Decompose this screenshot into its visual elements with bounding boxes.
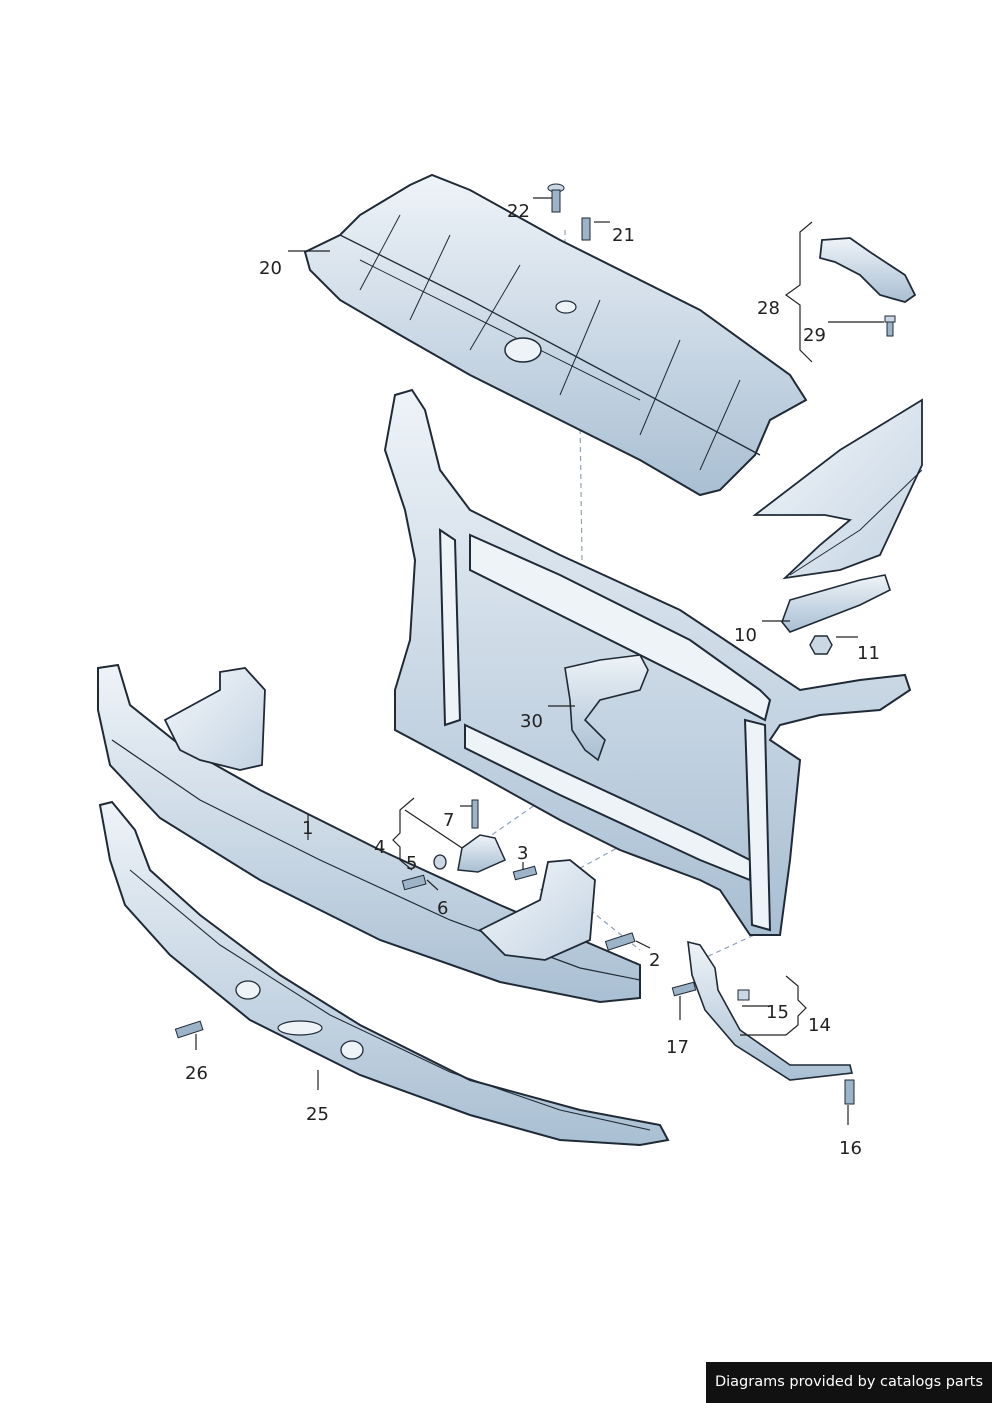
- part-29-screw: [884, 315, 896, 337]
- credit-banner: Diagrams provided by catalogs parts: [706, 1362, 992, 1403]
- part-14-strip: [671, 940, 855, 1105]
- callout-29: 29: [803, 325, 826, 346]
- callout-3: 3: [517, 843, 528, 864]
- part-25-absorber: [98, 800, 670, 1147]
- hood-edge: [752, 398, 923, 580]
- callout-2: 2: [649, 950, 660, 971]
- part-28-bracket: [819, 237, 917, 303]
- callout-14: 14: [808, 1015, 831, 1036]
- part-1-bumper-beam: [97, 663, 641, 1004]
- fasteners-21-22: [547, 183, 591, 241]
- callout-4: 4: [374, 837, 385, 858]
- part-30-bracket: [564, 654, 649, 762]
- callout-7: 7: [443, 810, 454, 831]
- callout-26: 26: [185, 1063, 208, 1084]
- callout-20: 20: [259, 258, 282, 279]
- part-26-screw: [174, 1020, 204, 1039]
- lock-carrier-frame: [383, 388, 912, 936]
- callout-21: 21: [612, 225, 635, 246]
- callout-15: 15: [766, 1002, 789, 1023]
- callout-17: 17: [666, 1037, 689, 1058]
- part-20-upper-cover: [303, 173, 808, 497]
- callout-16: 16: [839, 1138, 862, 1159]
- part-11-nut: [809, 635, 833, 655]
- part-4-mount: [401, 799, 636, 951]
- callout-labels: 1 2 3 4 5 6 7 10 11 14 15 16 17 20 21 22…: [185, 201, 880, 1159]
- callout-28: 28: [757, 298, 780, 319]
- part-10-guide-bracket: [781, 574, 891, 633]
- callout-5: 5: [406, 853, 417, 874]
- callout-30: 30: [520, 711, 543, 732]
- callout-10: 10: [734, 625, 757, 646]
- callout-25: 25: [306, 1104, 329, 1125]
- callout-22: 22: [507, 201, 530, 222]
- callout-11: 11: [857, 643, 880, 664]
- callout-6: 6: [437, 898, 448, 919]
- callout-1: 1: [302, 818, 313, 839]
- leader-lines: [195, 197, 884, 1125]
